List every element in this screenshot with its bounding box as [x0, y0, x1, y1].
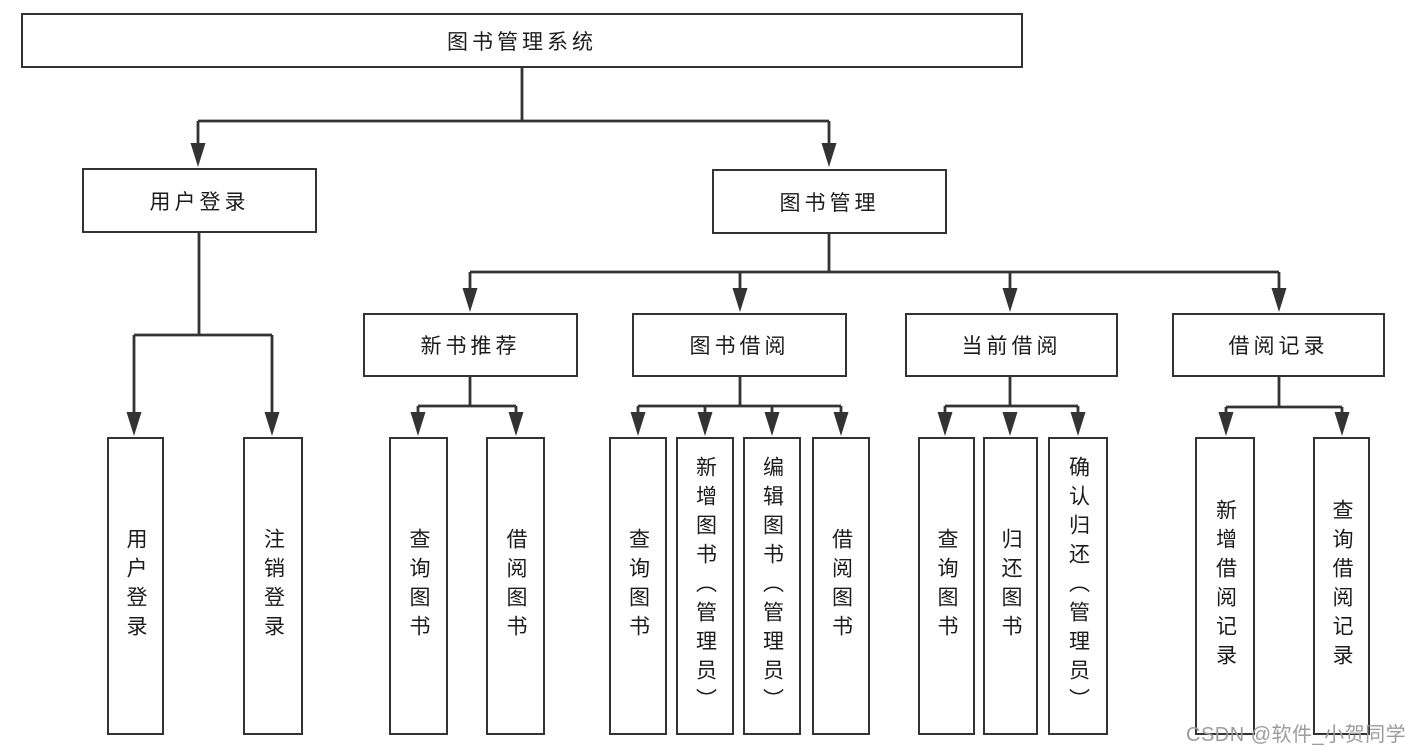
watermark: CSDN @软件_小贺同学	[1186, 724, 1405, 746]
leaf-query-books-recommend: 查询图书	[389, 437, 448, 735]
leaf-add-books-admin: 新增图书（管理员）	[676, 437, 734, 735]
node-current-borrowing: 当前借阅	[905, 313, 1118, 377]
leaf-add-borrow-record: 新增借阅记录	[1195, 437, 1255, 735]
node-library-system: 图书管理系统	[21, 13, 1023, 68]
leaf-borrow-books: 借阅图书	[812, 437, 870, 735]
leaf-user-login: 用户登录	[107, 437, 164, 735]
leaf-edit-books-admin: 编辑图书（管理员）	[743, 437, 801, 735]
leaf-logout: 注销登录	[243, 437, 303, 735]
leaf-borrow-books-recommend: 借阅图书	[486, 437, 545, 735]
node-borrowing-records: 借阅记录	[1172, 313, 1385, 377]
node-book-borrowing: 图书借阅	[632, 313, 847, 377]
node-book-management: 图书管理	[712, 169, 947, 234]
leaf-query-books-current: 查询图书	[918, 437, 975, 735]
leaf-confirm-return-admin: 确认归还（管理员）	[1048, 437, 1108, 735]
node-user-login: 用户登录	[82, 168, 317, 233]
leaf-query-borrow-record: 查询借阅记录	[1313, 437, 1370, 735]
node-new-book-recommend: 新书推荐	[363, 313, 578, 377]
leaf-return-books: 归还图书	[983, 437, 1038, 735]
leaf-query-books-borrowing: 查询图书	[609, 437, 667, 735]
